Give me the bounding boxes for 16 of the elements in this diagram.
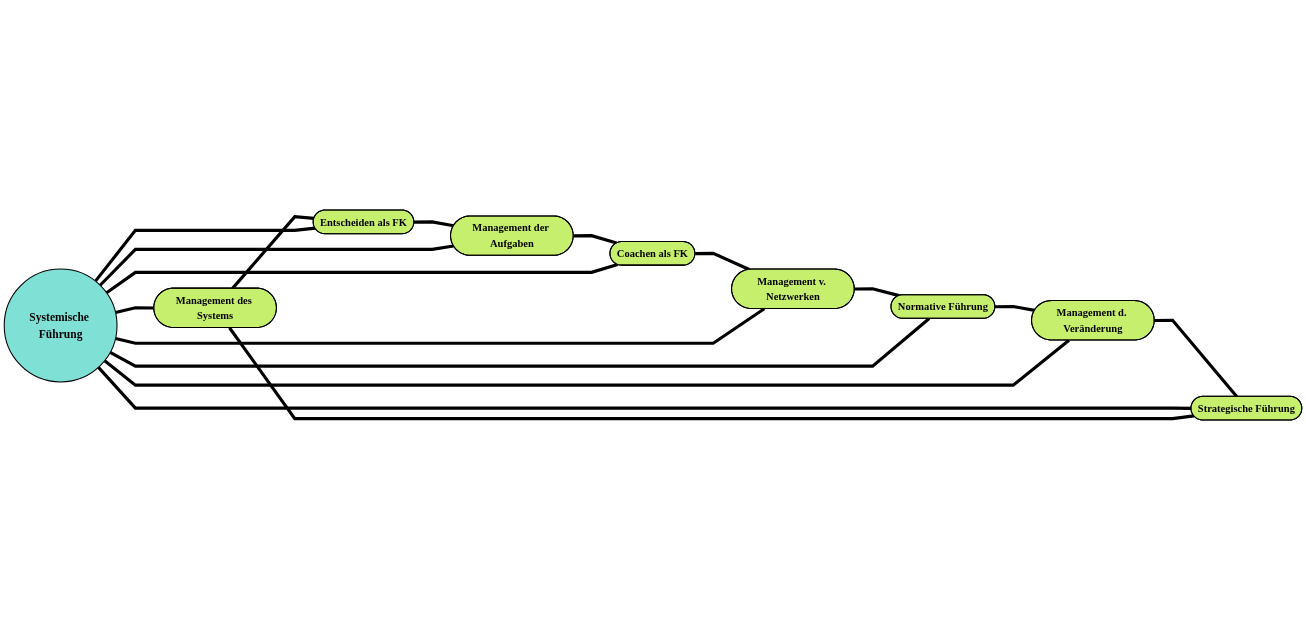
connector <box>573 234 618 245</box>
connector <box>231 214 315 290</box>
connector <box>995 304 1035 312</box>
connector <box>97 366 1192 410</box>
connector <box>94 226 316 283</box>
node-circle: Systemische Führung <box>3 268 118 383</box>
connector <box>854 287 900 298</box>
connector <box>115 307 766 345</box>
connector <box>414 220 454 228</box>
connector <box>109 317 931 368</box>
connector <box>103 338 1070 387</box>
connector <box>99 244 454 287</box>
connector <box>105 263 619 295</box>
connector <box>1154 318 1238 398</box>
connector <box>695 251 750 271</box>
connector <box>228 326 1195 421</box>
